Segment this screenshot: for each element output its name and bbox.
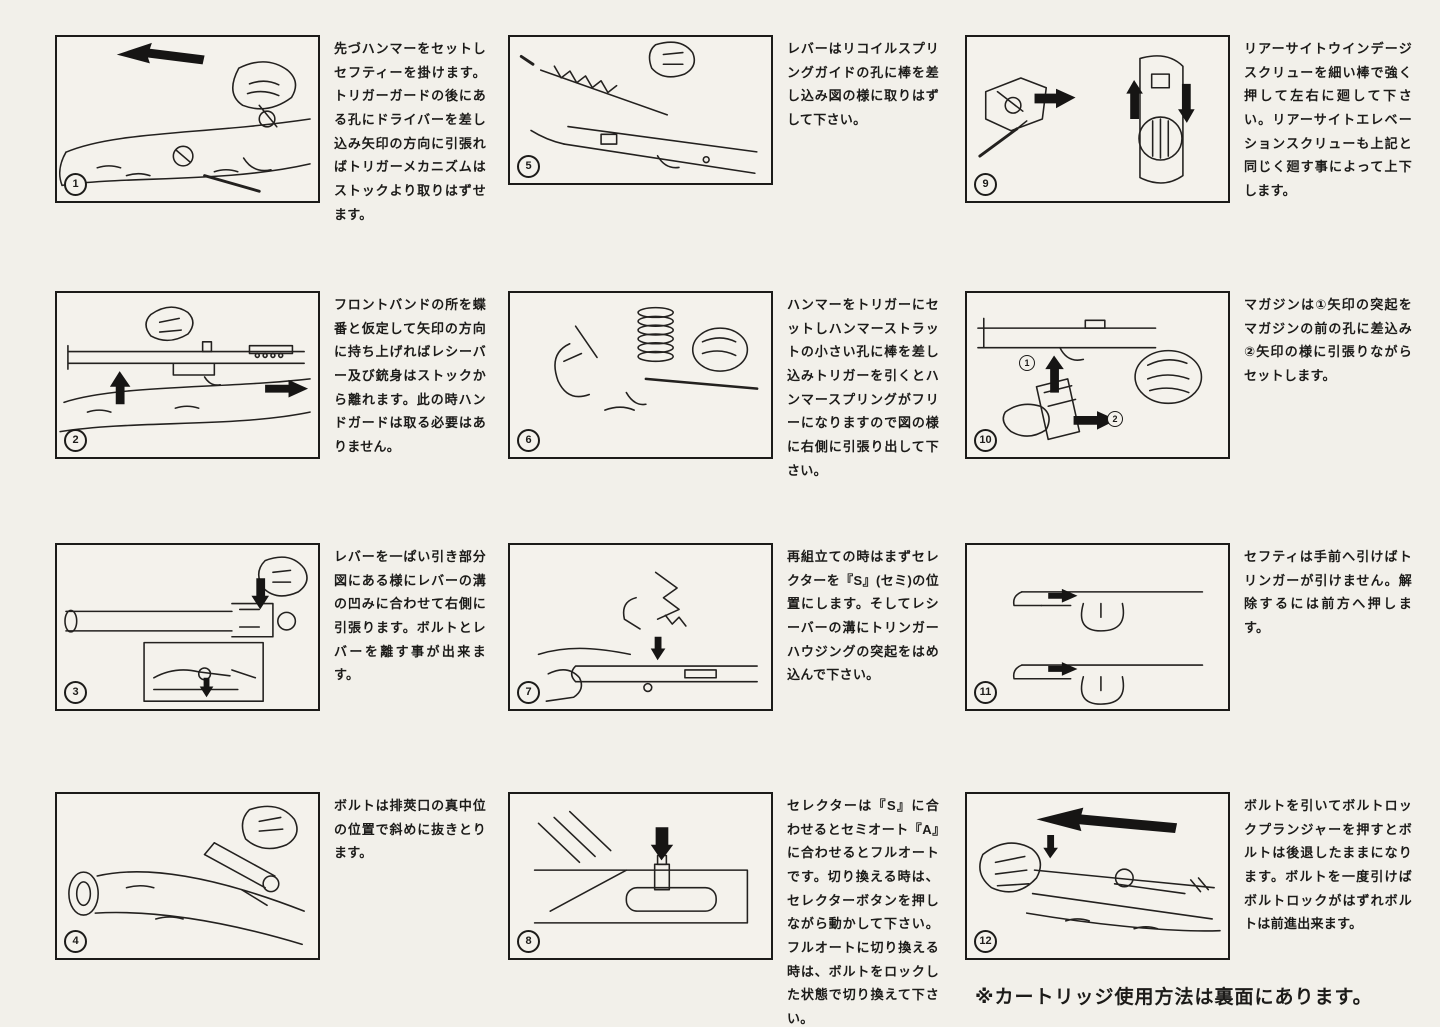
panel-3-caption: レバーを一ぱい引き部分図にある様にレバーの溝の凹みに合わせて右側に引張ります。ボ… <box>334 549 486 683</box>
illustration-safety-lever <box>1012 588 1204 705</box>
panel-number-badge: 2 <box>64 429 87 452</box>
panel-number-badge: 12 <box>974 930 997 953</box>
panel-4: 4 ボルトは排莢口の真中位の位置で斜めに抜きとります。 <box>55 792 486 960</box>
panel-11: 11 セフティは手前へ引けばトリンガーが引けません。解除するには前方へ押します。 <box>965 543 1412 711</box>
panel-5-caption: レバーはリコイルスプリングガイドの孔に棒を差し込み図の様に取りはずして下さい。 <box>787 41 939 127</box>
panel-10: 1 2 10 マガジンは①矢印の突起をマガジンの前の孔に差込み②矢印の様に引張り… <box>965 291 1412 459</box>
panel-3: 3 レバーを一ぱい引き部分図にある様にレバーの溝の凹みに合わせて右側に引張ります… <box>55 543 486 711</box>
panel-number-badge: 6 <box>517 429 540 452</box>
footer-note: ※カートリッジ使用方法は裏面にあります。 <box>975 987 1373 1008</box>
figure-label-1: 1 <box>1019 355 1035 371</box>
panel-4-caption: ボルトは排莢口の真中位の位置で斜めに抜きとります。 <box>334 798 486 861</box>
panel-12: 12 ボルトを引いてボルトロックプランジャーを押すとボルトは後退したままになりま… <box>965 792 1412 960</box>
illustration-remove-bolt <box>68 805 305 946</box>
panel-number-badge: 9 <box>974 173 997 196</box>
panel-7-figure: 7 <box>508 543 773 711</box>
panel-7-caption: 再組立ての時はまずセレクターを『S』(セミ)の位置にします。そしてレシーバーの溝… <box>787 549 939 683</box>
panel-number-badge: 8 <box>517 930 540 953</box>
panel-number-badge: 11 <box>974 681 997 704</box>
panel-11-caption: セフティは手前へ引けばトリンガーが引けません。解除するには前方へ押します。 <box>1244 549 1412 635</box>
panel-8-caption: セレクターは『S』に合わせるとセミオート『A』に合わせるとフルオートです。切り換… <box>787 798 939 1026</box>
panel-12-figure: 12 <box>965 792 1230 960</box>
panel-5: 5 レバーはリコイルスプリングガイドの孔に棒を差し込み図の様に取りはずして下さい… <box>508 35 939 185</box>
illustration-recoil-spring-lever <box>519 41 758 175</box>
panel-11-figure: 11 <box>965 543 1230 711</box>
panel-number-badge: 10 <box>974 429 997 452</box>
panel-1-figure: 1 <box>55 35 320 203</box>
panel-2-figure: 2 <box>55 291 320 459</box>
illustration-rear-sight-adjust <box>978 55 1195 184</box>
panel-2: 2 フロントバンドの所を蝶番と仮定して矢印の方向に持ち上げればレシーバー及び銃身… <box>55 291 486 459</box>
panel-9-caption: リアーサイトウインデージスクリューを細い棒で強く押して左右に廻して下さい。リアー… <box>1244 41 1412 198</box>
illustration-lift-receiver <box>59 306 311 433</box>
panel-1-caption: 先づハンマーをセットしセフティーを掛けます。トリガーガードの後にある孔にドライバ… <box>334 41 486 222</box>
panel-3-figure: 3 <box>55 543 320 711</box>
illustration-lever-groove <box>64 556 308 702</box>
panel-number-badge: 1 <box>64 173 87 196</box>
panel-number-badge: 5 <box>517 155 540 178</box>
panel-4-figure: 4 <box>55 792 320 960</box>
panel-number-badge: 3 <box>64 681 87 704</box>
panel-1: 1 先づハンマーをセットしセフティーを掛けます。トリガーガードの後にある孔にドラ… <box>55 35 486 226</box>
figure-label-2: 2 <box>1107 411 1123 427</box>
panel-5-figure: 5 <box>508 35 773 185</box>
panel-number-badge: 7 <box>517 681 540 704</box>
illustration-selector-button <box>533 810 749 924</box>
panel-2-caption: フロントバンドの所を蝶番と仮定して矢印の方向に持ち上げればレシーバー及び銃身はス… <box>334 297 486 454</box>
illustration-reassembly-housing <box>537 571 758 702</box>
panel-6-caption: ハンマーをトリガーにセットしハンマーストラットの小さい孔に棒を差し込みトリガーを… <box>787 297 939 478</box>
panel-10-caption: マガジンは①矢印の突起をマガジンの前の孔に差込み②矢印の様に引張りながらセットし… <box>1244 297 1412 383</box>
panel-9-figure: 9 <box>965 35 1230 203</box>
illustration-hammer-spring <box>554 306 759 411</box>
panel-7: 7 再組立ての時はまずセレクターを『S』(セミ)の位置にします。そしてレシーバー… <box>508 543 939 711</box>
illustration-magazine-insert <box>977 317 1203 441</box>
panel-8: 8 セレクターは『S』に合わせるとセミオート『A』に合わせるとフルオートです。切… <box>508 792 939 1027</box>
panel-6-figure: 6 <box>508 291 773 459</box>
panel-6: 6 ハンマーをトリガーにセットしハンマーストラットの小さい孔に棒を差し込みトリガ… <box>508 291 939 482</box>
panel-10-figure: 1 2 10 <box>965 291 1230 459</box>
panel-12-caption: ボルトを引いてボルトロックプランジャーを押すとボルトは後退したままになります。ボ… <box>1244 798 1412 932</box>
illustration-remove-trigger-mechanism <box>58 42 311 193</box>
illustration-bolt-lock-plunger <box>979 807 1221 932</box>
panel-8-figure: 8 <box>508 792 773 960</box>
panel-number-badge: 4 <box>64 930 87 953</box>
panel-9: 9 リアーサイトウインデージスクリューを細い棒で強く押して左右に廻して下さい。リ… <box>965 35 1412 203</box>
